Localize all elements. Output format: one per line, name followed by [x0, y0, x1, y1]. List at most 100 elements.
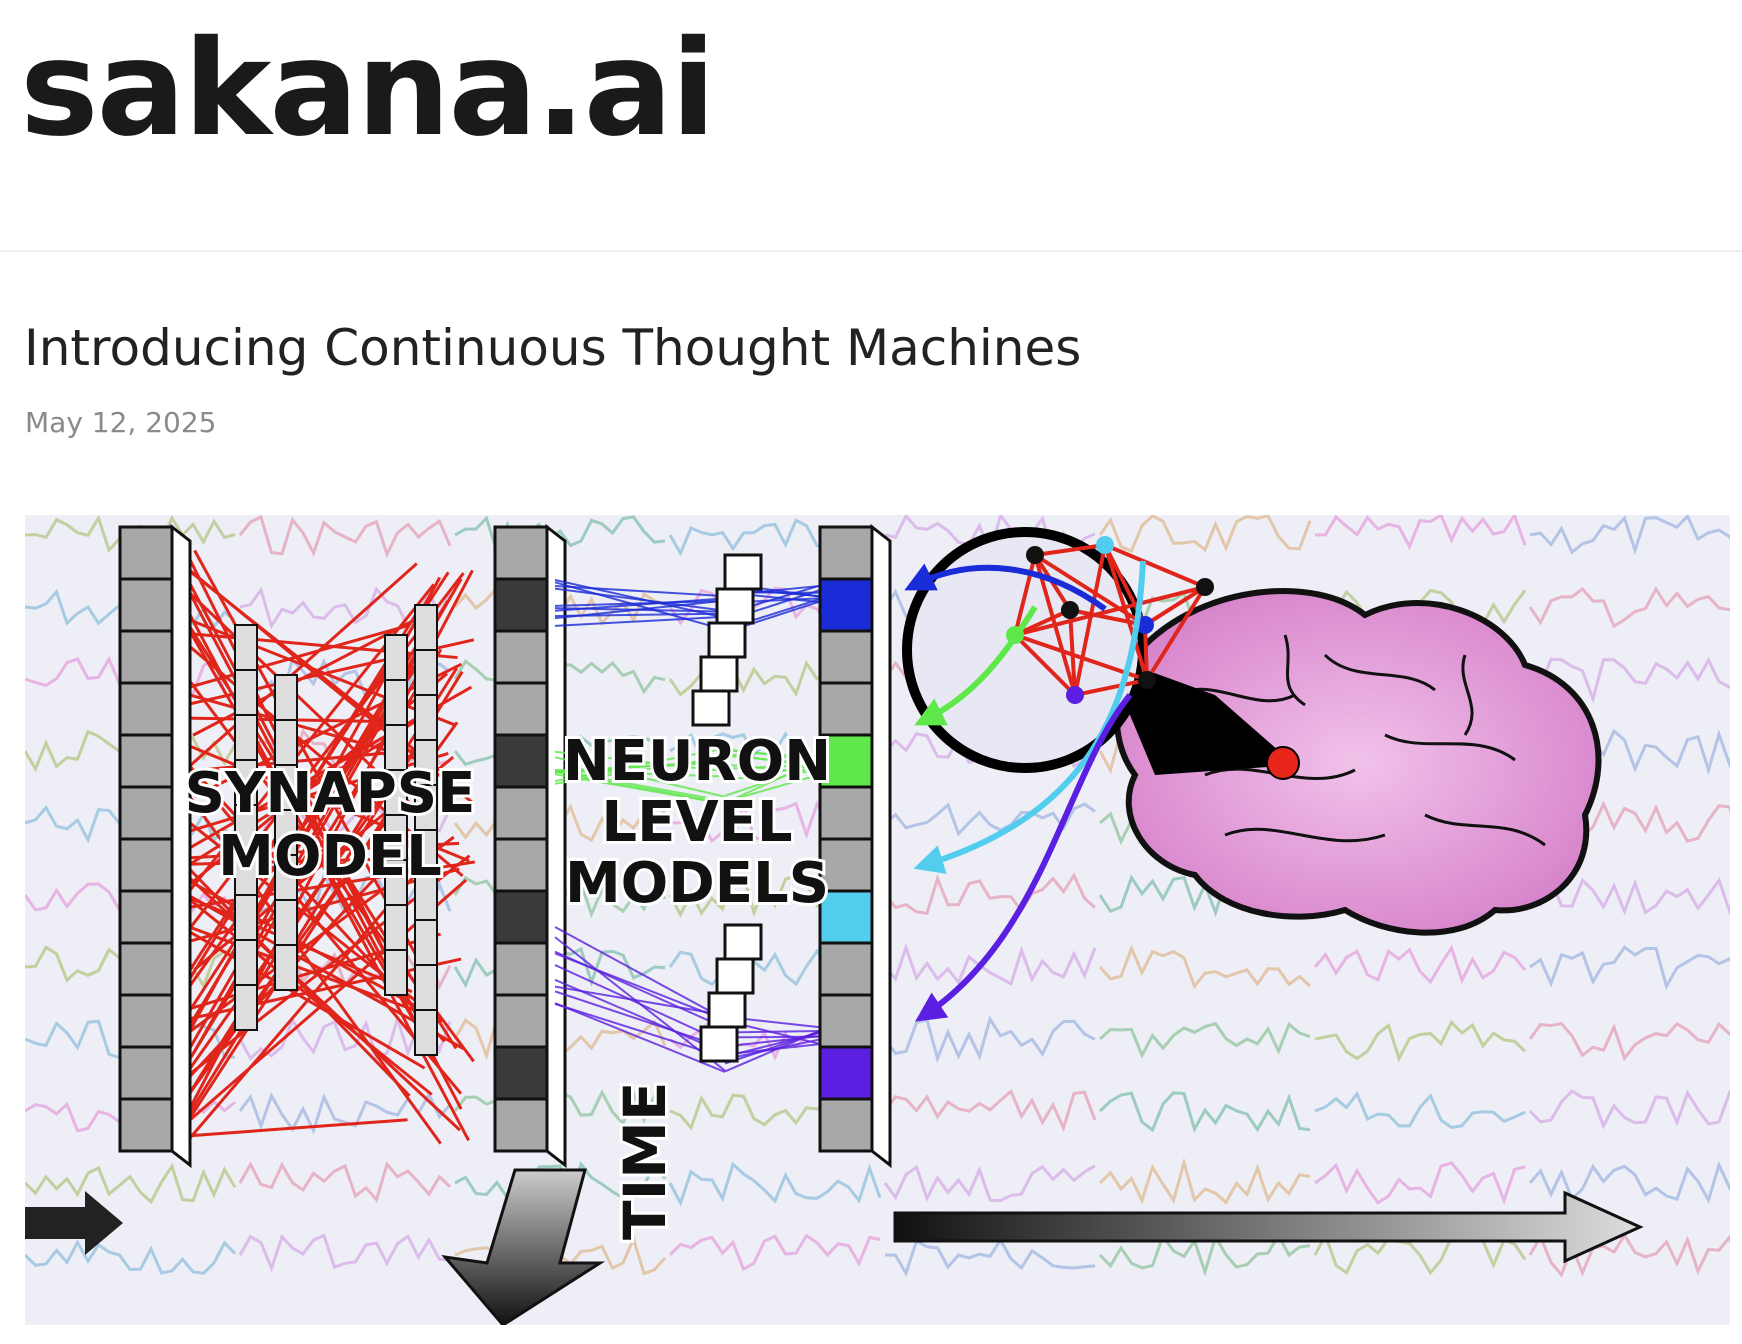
- signal-trace: [1313, 1231, 1527, 1276]
- nlm-link: [554, 759, 726, 774]
- signal-trace: [1098, 1091, 1311, 1134]
- post-title[interactable]: Introducing Continuous Thought Machines: [24, 319, 1082, 377]
- column-cell: [493, 889, 549, 945]
- signal-trace: [883, 1088, 1097, 1133]
- signal-trace: [883, 1164, 1096, 1203]
- column-cell: [818, 993, 874, 1049]
- signal-trace: [454, 515, 666, 557]
- inner-cell: [274, 719, 298, 766]
- nlm-link: [724, 1035, 821, 1039]
- column-cell: [818, 1045, 874, 1101]
- nlm-link: [554, 756, 726, 798]
- signal-trace: [238, 1161, 452, 1203]
- site-logo[interactable]: sakana.ai: [20, 12, 716, 166]
- inner-cell: [274, 944, 298, 991]
- column-cell: [118, 629, 174, 685]
- inner-cell: [414, 694, 438, 741]
- nlm-link: [724, 1034, 821, 1048]
- column-cell: [818, 941, 874, 997]
- nlm-link: [554, 990, 726, 1049]
- nlm-link: [554, 964, 726, 1044]
- signal-trace: [884, 1237, 1096, 1277]
- nlm-link: [554, 926, 726, 1021]
- column-cell: [118, 785, 174, 841]
- nlm-link: [554, 747, 726, 782]
- label-models: MODELS: [565, 851, 829, 916]
- inner-cell: [234, 984, 258, 1031]
- inner-cell: [414, 964, 438, 1011]
- inner-cell: [234, 939, 258, 986]
- nlm-link: [554, 587, 726, 612]
- nlm-link: [554, 1002, 726, 1059]
- inner-cell: [384, 904, 408, 951]
- column-cell: [118, 941, 174, 997]
- nlm-link: [554, 612, 726, 617]
- inner-cell: [384, 634, 408, 681]
- inner-cell: [234, 714, 258, 761]
- column-cell: [118, 1045, 174, 1101]
- signal-trace: [238, 1233, 451, 1273]
- signal-trace: [1528, 1021, 1730, 1062]
- nlm-link: [554, 615, 726, 627]
- synapse-link: [166, 667, 459, 1129]
- column-cell: [493, 525, 549, 581]
- column-cell: [818, 577, 874, 633]
- nlm-link: [554, 750, 726, 773]
- nlm-link: [724, 773, 821, 803]
- signal-trace: [1314, 1161, 1526, 1206]
- synapse-link: [180, 615, 419, 1028]
- synapse-link: [180, 631, 458, 660]
- network-node: [1061, 601, 1079, 619]
- column-cell: [818, 733, 874, 789]
- network-node: [1138, 671, 1156, 689]
- inner-cell: [414, 649, 438, 696]
- inner-cell: [234, 669, 258, 716]
- column-cell: [818, 1097, 874, 1153]
- synapse-link: [183, 873, 417, 1146]
- hero-labels: SYNAPSE MODEL NEURON LEVEL MODELS TIME: [182, 726, 834, 1243]
- inner-cell: [414, 919, 438, 966]
- column-side: [870, 523, 892, 1169]
- network-edge: [1073, 544, 1107, 696]
- network-node: [1196, 578, 1214, 596]
- signal-trace: [668, 1233, 881, 1272]
- column-side: [170, 523, 192, 1169]
- signal-trace: [883, 942, 1097, 986]
- signal-trace: [1098, 944, 1312, 990]
- nlm-link: [554, 599, 726, 607]
- column-cell: [818, 785, 874, 841]
- column-cell: [118, 681, 174, 737]
- signal-trace: [1529, 945, 1730, 991]
- nlm-cell: [715, 587, 755, 625]
- network-edge: [1013, 554, 1037, 636]
- network-edge: [1143, 624, 1149, 681]
- signal-trace: [1528, 1160, 1730, 1204]
- column-cell: [118, 733, 174, 789]
- inner-cell: [384, 949, 408, 996]
- column-cell: [493, 577, 549, 633]
- signal-trace: [1313, 944, 1527, 985]
- column-cell: [818, 889, 874, 945]
- feedback-arrows: [904, 560, 1146, 1022]
- signal-trace: [454, 1160, 667, 1202]
- column-cell: [818, 629, 874, 685]
- signal-trace: [1528, 1089, 1730, 1130]
- column-cell: [118, 577, 174, 633]
- inner-cell: [414, 1009, 438, 1056]
- network-edge: [1074, 678, 1148, 697]
- nlm-link: [724, 1043, 821, 1056]
- nlm-cell: [707, 991, 747, 1029]
- nlm-link: [554, 950, 726, 1029]
- nlm-link: [554, 585, 726, 598]
- signal-trace: [1098, 1021, 1311, 1059]
- column-cell: [493, 1045, 549, 1101]
- column-cell: [818, 837, 874, 893]
- column-cell: [818, 681, 874, 737]
- nlm-cell: [699, 1025, 739, 1063]
- signal-trace: [25, 1239, 237, 1275]
- label-level: LEVEL: [601, 790, 792, 855]
- nlm-link: [724, 758, 821, 804]
- signal-trace: [1528, 1232, 1730, 1278]
- nlm-cell: [715, 957, 755, 995]
